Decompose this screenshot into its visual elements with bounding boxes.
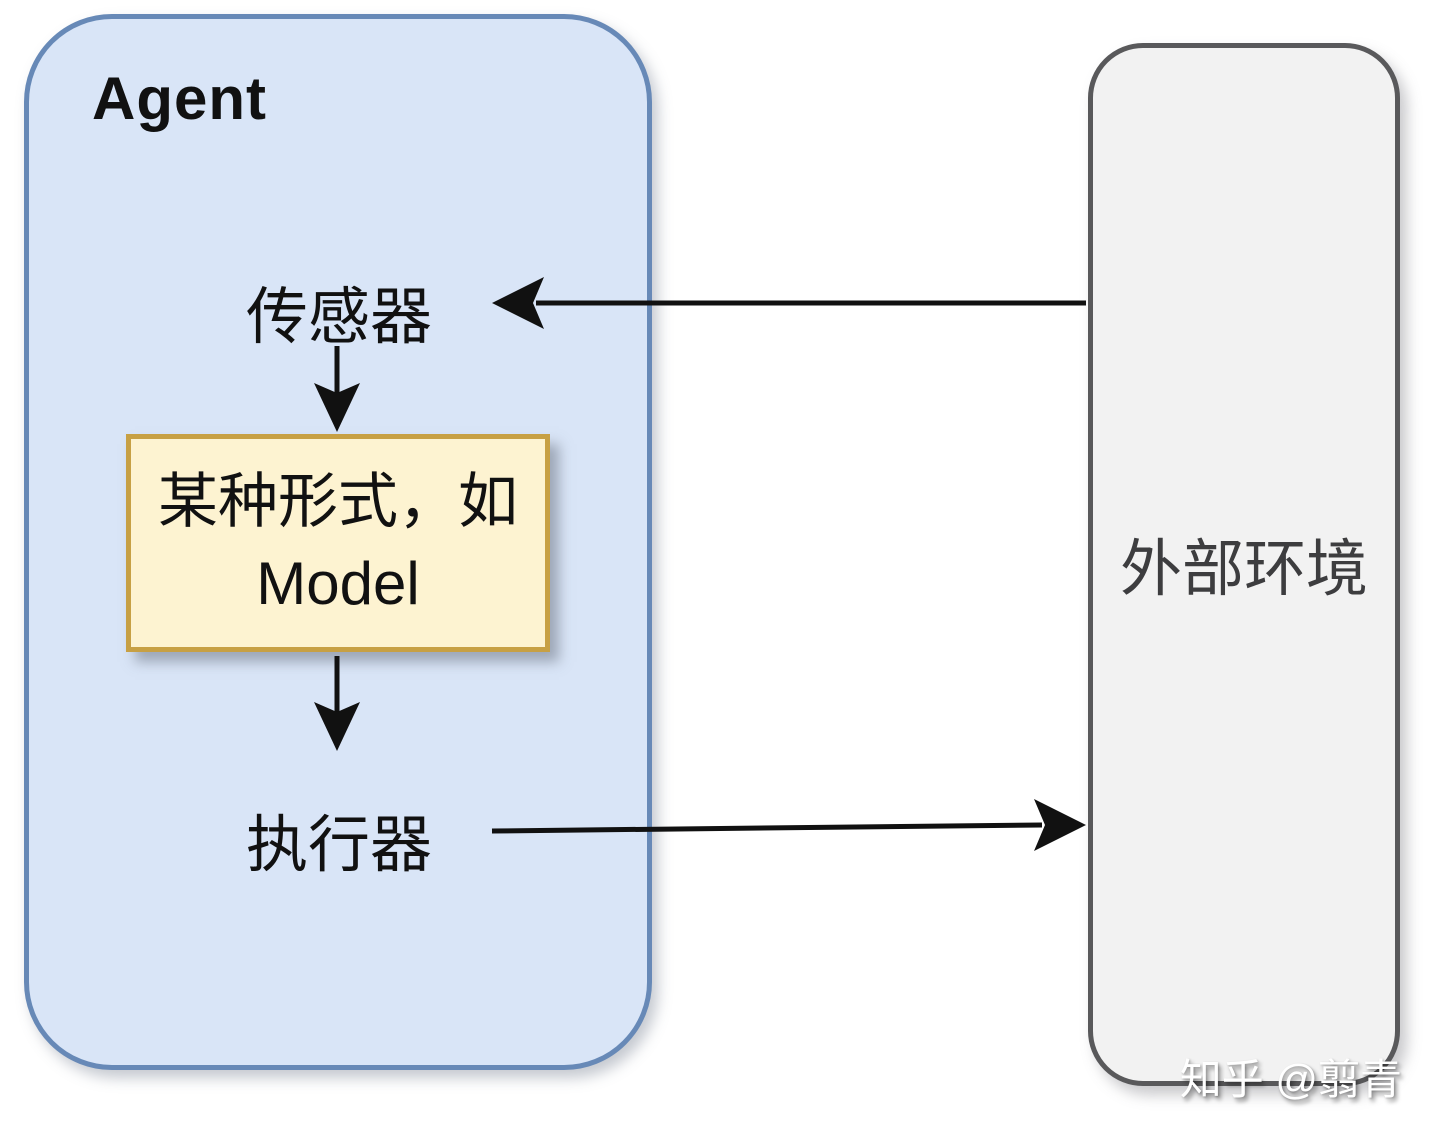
model-form-box: 某种形式，如 Model: [126, 434, 550, 652]
agent-title: Agent: [92, 65, 267, 132]
zhihu-watermark: 知乎 @翦青: [1179, 1056, 1402, 1103]
external-environment-box: [1088, 43, 1400, 1086]
model-box-line1: 某种形式，如: [158, 468, 518, 535]
external-environment-label: 外部环境: [1119, 535, 1369, 604]
model-box-line2: Model: [256, 550, 420, 617]
sensor-label: 传感器: [245, 283, 433, 352]
actuator-label: 执行器: [245, 811, 433, 880]
